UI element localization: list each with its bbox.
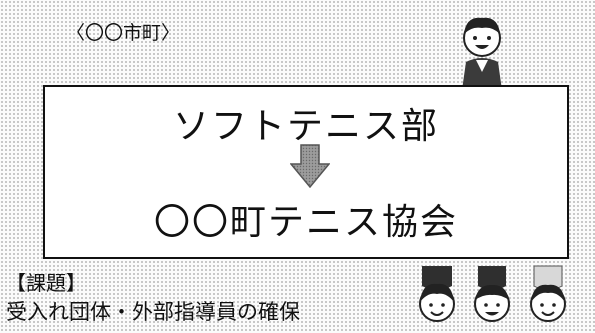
- issue-heading: 【課題】: [6, 271, 86, 295]
- people-group-icon: [419, 265, 566, 322]
- organization-transition-box: ソフトテニス部 〇〇町テニス協会: [43, 85, 569, 259]
- to-organization-label: 〇〇町テニス協会: [153, 202, 458, 243]
- from-organization-label: ソフトテニス部: [172, 106, 439, 147]
- person-icon: [462, 17, 502, 90]
- issue-text: 受入れ団体・外部指導員の確保: [6, 300, 300, 324]
- down-arrow-icon: [290, 144, 330, 188]
- issue-block: 【課題】 受入れ団体・外部指導員の確保: [6, 270, 300, 326]
- region-label: 〈〇〇市町〉: [66, 22, 181, 44]
